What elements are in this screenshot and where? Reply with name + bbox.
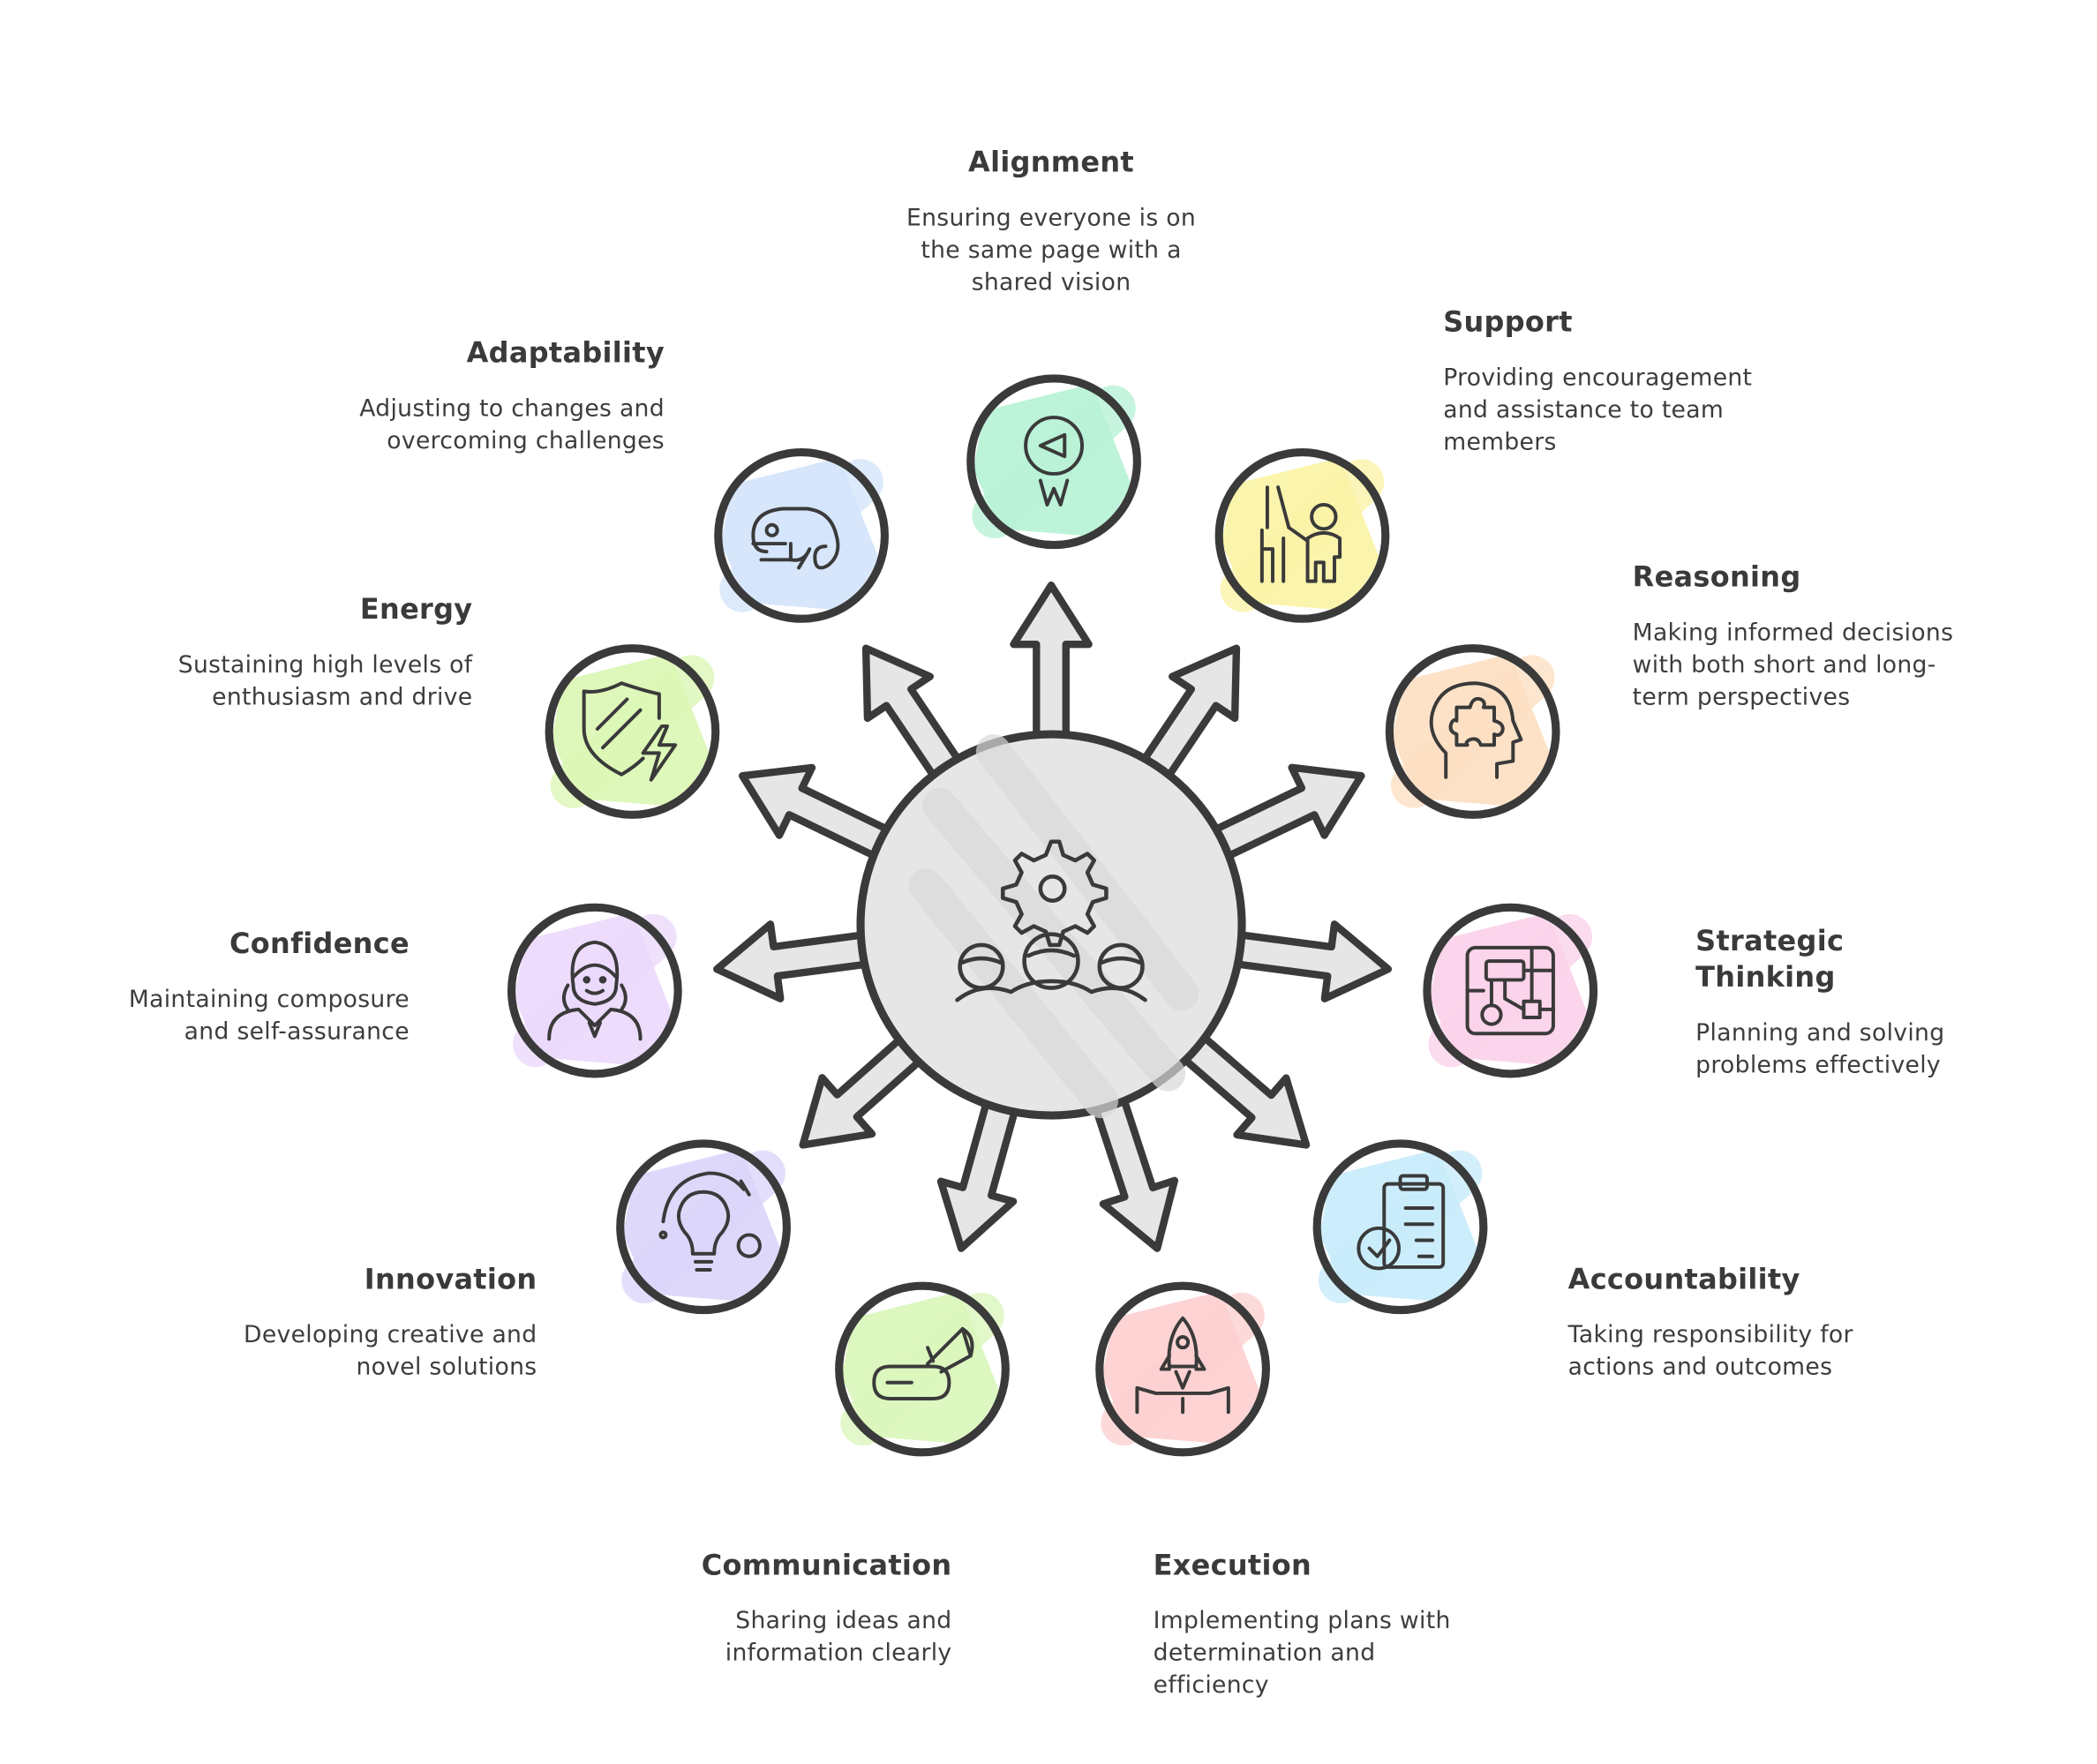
item-description: Taking responsibility for actions and ou… (1567, 1322, 1853, 1382)
label-execution: Execution Implementing plans with determ… (1154, 1548, 1489, 1702)
label-confidence: Confidence Maintaining composure and sel… (87, 927, 410, 1048)
item-description: Making informed decisions with both shor… (1632, 619, 1954, 712)
label-energy: Energy Sustaining high levels of enthusi… (150, 592, 472, 714)
item-title: Strategic Thinking (1695, 925, 1845, 994)
chameleon-icon (751, 507, 840, 570)
item-description: Ensuring everyone is on the same page wi… (906, 205, 1197, 297)
item-description: Developing creative and novel solutions (244, 1322, 537, 1382)
person-confident-icon (547, 940, 643, 1041)
helping-hand-icon (1259, 485, 1342, 583)
team-gear-icon (955, 839, 1147, 1002)
item-title: Reasoning (1632, 560, 1801, 594)
node-communication (835, 1281, 1010, 1457)
node-strategic-thinking (1423, 903, 1598, 1078)
label-support: Support Providing encouragement and assi… (1443, 304, 1765, 459)
item-description: Maintaining composure and self-assurance (128, 987, 410, 1046)
item-title: Innovation (364, 1263, 537, 1295)
node-innovation (616, 1139, 791, 1315)
item-title: Support (1443, 305, 1573, 339)
item-description: Planning and solving problems effectivel… (1695, 1020, 1945, 1079)
item-title: Accountability (1567, 1263, 1800, 1295)
label-alignment: Alignment Ensuring everyone is on the sa… (891, 145, 1213, 299)
node-reasoning (1385, 644, 1560, 819)
item-title: Confidence (229, 927, 410, 960)
label-reasoning: Reasoning Making informed decisions with… (1633, 559, 1955, 714)
item-title: Execution (1153, 1549, 1312, 1581)
node-support (1214, 448, 1390, 623)
item-description: Sustaining high levels of enthusiasm and… (177, 652, 473, 712)
item-title: Energy (359, 593, 473, 626)
rocket-launch-icon (1135, 1316, 1230, 1415)
compass-icon (1024, 416, 1085, 507)
strategy-map-icon (1465, 945, 1555, 1036)
label-accountability: Accountability Taking responsibility for… (1568, 1262, 1864, 1384)
node-adaptability (714, 448, 889, 623)
shield-bolt-icon (582, 681, 678, 782)
label-innovation: Innovation Developing creative and novel… (214, 1262, 537, 1384)
head-puzzle-icon (1429, 681, 1523, 779)
node-execution (1095, 1281, 1270, 1457)
center-hub (856, 730, 1246, 1120)
item-description: Adjusting to changes and overcoming chal… (359, 395, 665, 455)
item-title: Adaptability (466, 336, 665, 370)
node-accountability (1312, 1139, 1488, 1315)
item-description: Implementing plans with determination an… (1153, 1608, 1451, 1700)
item-title: Alignment (968, 146, 1134, 179)
label-adaptability: Adaptability Adjusting to changes and ov… (342, 335, 665, 457)
lightbulb-icon (658, 1171, 762, 1272)
item-title: Communication (701, 1549, 952, 1581)
label-communication: Communication Sharing ideas and informat… (629, 1548, 951, 1670)
node-energy (545, 644, 720, 819)
item-description: Sharing ideas and information clearly (725, 1608, 952, 1668)
item-description: Providing encouragement and assistance t… (1443, 364, 1753, 457)
node-confidence (507, 903, 682, 1078)
label-strategic-thinking: Strategic Thinking Planning and solving … (1695, 924, 1944, 1082)
megaphone-icon (872, 1326, 974, 1400)
node-alignment (966, 374, 1141, 550)
nodes-layer (507, 374, 1598, 1457)
clipboard-check-icon (1357, 1174, 1446, 1271)
